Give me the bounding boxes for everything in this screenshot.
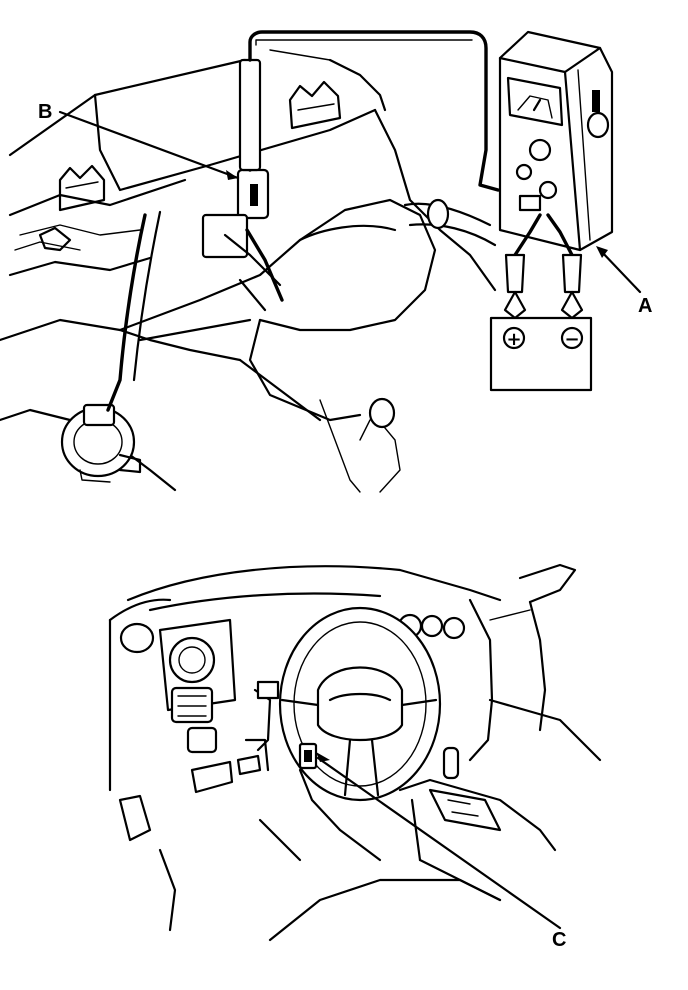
callout-a: A	[638, 295, 652, 317]
battery-leads	[503, 213, 584, 320]
battery-negative-label: −	[564, 329, 579, 350]
steering-wheel	[278, 606, 442, 802]
callout-b: B	[38, 101, 52, 123]
test-lead-cable	[248, 30, 500, 192]
pedals	[118, 754, 262, 842]
diagnostic-connector	[298, 742, 330, 770]
instrument-panel-left	[119, 618, 237, 754]
steering-column	[0, 198, 437, 493]
leader-line-c	[316, 756, 562, 930]
battery-positive-label: +	[506, 329, 521, 350]
tester-unit	[498, 30, 614, 252]
wire-harness	[106, 198, 497, 412]
callout-c: C	[552, 929, 566, 951]
dashboard-outline	[108, 563, 577, 792]
bottom-illustration: C	[108, 563, 602, 951]
mounting-bracket-clips	[38, 80, 342, 252]
test-harness-connector	[201, 58, 284, 302]
dashboard-lower-panel	[8, 49, 497, 292]
ignition-switch	[60, 403, 142, 483]
leader-lines-top	[58, 110, 642, 294]
top-illustration: + − B A	[0, 30, 652, 493]
column-connector	[359, 397, 396, 441]
lower-column	[244, 680, 382, 862]
seat-outline	[158, 818, 502, 942]
center-console	[398, 698, 602, 902]
battery: + −	[489, 316, 593, 392]
